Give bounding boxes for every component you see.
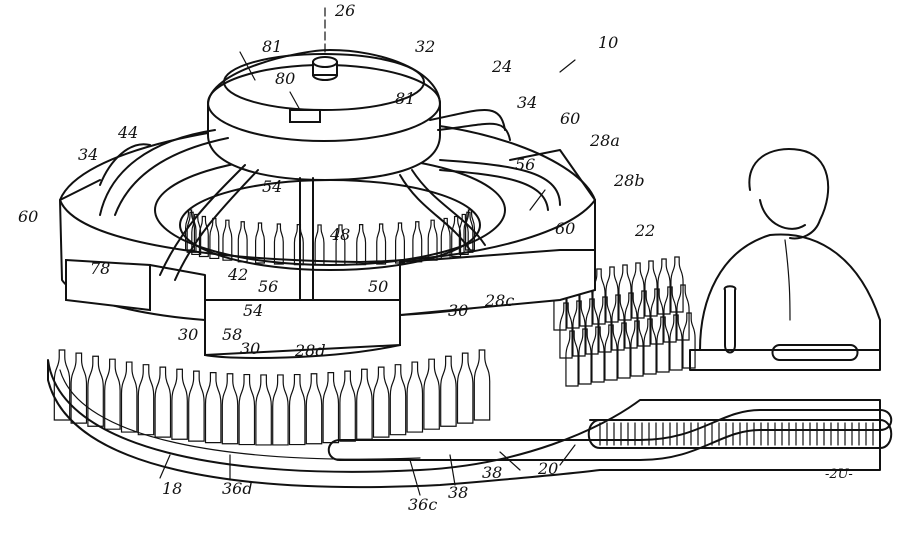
operator-figure bbox=[689, 148, 881, 371]
label-36c: 36c bbox=[408, 495, 437, 514]
label-48: 48 bbox=[329, 225, 350, 244]
label-38b: 38 bbox=[448, 483, 468, 502]
label-22: 22 bbox=[634, 221, 655, 240]
label-34a: 34 bbox=[517, 93, 537, 112]
reference-numerals: 26 10 32 24 81 81 80 34 34 44 60 60 60 2… bbox=[18, 1, 853, 514]
label-20: 20 bbox=[537, 459, 558, 478]
label-81b: 81 bbox=[395, 89, 415, 108]
label-38a: 38 bbox=[482, 463, 502, 482]
label-18: 18 bbox=[162, 479, 182, 498]
conveyor-belt bbox=[327, 409, 893, 461]
label-81a: 81 bbox=[262, 37, 282, 56]
label-42: 42 bbox=[227, 265, 248, 284]
label-28b: 28b bbox=[613, 171, 645, 190]
label-80: 80 bbox=[275, 69, 295, 88]
label-78: 78 bbox=[90, 259, 110, 278]
label-28d: 28d bbox=[294, 341, 326, 360]
label-36d: 36d bbox=[222, 479, 253, 498]
label-54b: 54 bbox=[243, 301, 263, 320]
top-hub bbox=[207, 7, 441, 182]
label-32: 32 bbox=[415, 37, 435, 56]
leader-lines bbox=[159, 51, 576, 496]
label-10: 10 bbox=[598, 33, 618, 52]
label-56b: 56 bbox=[258, 277, 278, 296]
label-24: 24 bbox=[491, 57, 512, 76]
label-34b: 34 bbox=[78, 145, 98, 164]
label-30a: 30 bbox=[178, 325, 198, 344]
label-30b: 30 bbox=[240, 339, 260, 358]
label-60a: 60 bbox=[560, 109, 580, 128]
label-50: 50 bbox=[368, 277, 388, 296]
label-58: 58 bbox=[222, 325, 242, 344]
label-28a: 28a bbox=[589, 131, 620, 150]
label-28c: 28c bbox=[484, 291, 514, 310]
label-54a: 54 bbox=[262, 177, 282, 196]
label-44: 44 bbox=[117, 123, 138, 142]
outer-ring-housing bbox=[58, 118, 596, 359]
transfer-tubes bbox=[99, 109, 561, 301]
label-30c: 30 bbox=[448, 301, 468, 320]
label-60b: 60 bbox=[18, 207, 38, 226]
label-60c: 60 bbox=[555, 219, 575, 238]
label-56a: 56 bbox=[515, 155, 535, 174]
label-26: 26 bbox=[334, 1, 355, 20]
sheet-number: -2U- bbox=[825, 467, 853, 482]
